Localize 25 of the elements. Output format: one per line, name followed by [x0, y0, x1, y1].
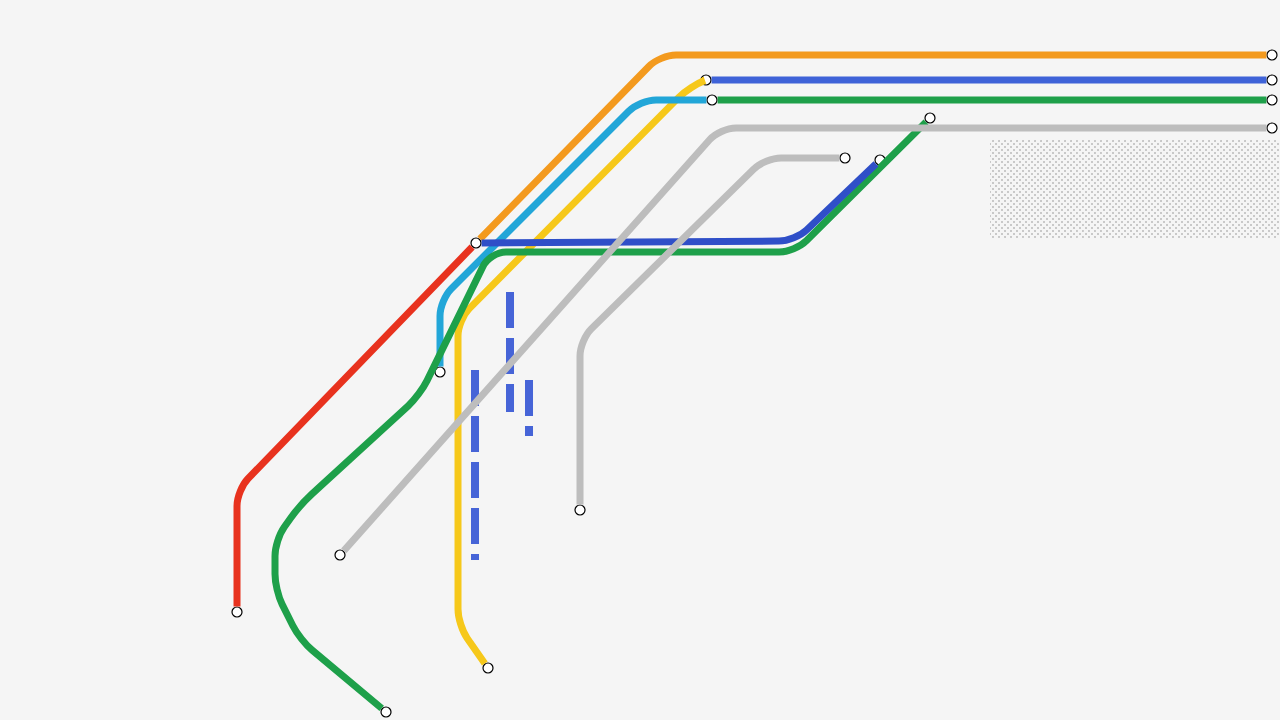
transit-line	[271, 119, 929, 712]
station-marker	[470, 237, 482, 249]
station-marker	[574, 504, 586, 516]
station-marker	[839, 152, 851, 164]
transit-line	[341, 124, 1267, 554]
transit-line	[711, 76, 1267, 84]
transit-line	[481, 161, 879, 247]
station-marker	[1266, 49, 1278, 61]
transit-line	[436, 96, 707, 367]
station-marker	[482, 662, 494, 674]
station-marker	[334, 549, 346, 561]
station-marker	[700, 74, 712, 86]
station-marker	[706, 94, 718, 106]
station-marker	[1266, 74, 1278, 86]
station-marker	[1266, 122, 1278, 134]
transit-line	[477, 51, 1267, 242]
transit-line	[233, 244, 475, 607]
station-marker	[924, 112, 936, 124]
station-marker	[380, 706, 392, 718]
station-marker	[231, 606, 243, 618]
station-marker	[874, 154, 886, 166]
station-marker	[1266, 94, 1278, 106]
transit-line	[717, 96, 1267, 104]
station-marker	[434, 366, 446, 378]
transit-line	[454, 76, 709, 666]
